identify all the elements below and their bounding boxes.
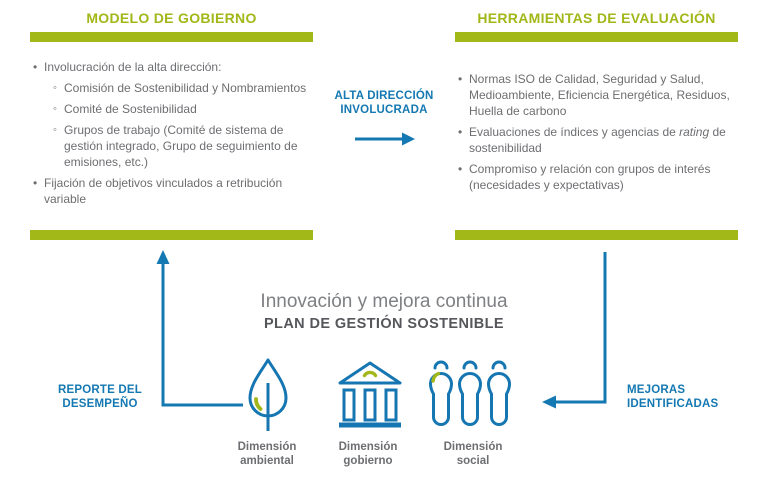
list-item: Involucración de la alta dirección: (33, 59, 321, 75)
dimension-label-ambiental: Dimensión ambiental (237, 441, 297, 467)
list-item: Comité de Sostenibilidad (53, 101, 321, 117)
right-bullet-list: Normas ISO de Calidad, Seguridad y Salud… (458, 71, 742, 198)
left-bottom-divider-bar (30, 230, 313, 240)
list-item: Evaluaciones de índices y agencias de ra… (458, 124, 739, 156)
flow-label-alta-direccion: ALTA DIRECCIÓN INVOLUCRADA (334, 90, 434, 116)
left-bullet-list: Involucración de la alta dirección: Comi… (33, 59, 321, 212)
dimension-label-social: Dimensión social (443, 441, 503, 467)
right-section-title: HERRAMIENTAS DE EVALUACIÓN (477, 10, 716, 26)
list-item-text: de sostenibilidad (469, 125, 726, 155)
list-item-text: Comisión de Sostenibilidad y Nombramient… (64, 81, 307, 95)
list-item-text: Grupos de trabajo (Comité de sistema de … (64, 123, 298, 169)
list-item-italic-text: rating (679, 125, 710, 139)
list-item-text: Evaluaciones de índices y agencias de (469, 125, 680, 139)
people-icon (429, 360, 511, 426)
list-item-text: Compromiso y relación con grupos de inte… (469, 162, 711, 192)
arrow-left-icon (542, 252, 607, 409)
flow-label-reporte: REPORTE DEL DESEMPEÑO (58, 384, 142, 410)
dimension-label-gobierno: Dimensión gobierno (338, 441, 398, 467)
left-section-title: MODELO DE GOBIERNO (86, 10, 257, 26)
list-item: Grupos de trabajo (Comité de sistema de … (53, 122, 316, 170)
list-item-text: Normas ISO de Calidad, Seguridad y Salud… (469, 72, 730, 118)
right-bottom-divider-bar (455, 230, 738, 240)
flow-label-mejoras: MEJORAS IDENTIFICADAS (627, 384, 719, 410)
list-item-text: Comité de Sostenibilidad (64, 102, 197, 116)
left-top-divider-bar (30, 32, 313, 42)
list-item: Comisión de Sostenibilidad y Nombramient… (53, 80, 321, 96)
center-subtitle: Innovación y mejora continua (260, 291, 508, 312)
center-title: PLAN DE GESTIÓN SOSTENIBLE (263, 316, 504, 332)
list-item-text: Involucración de la alta dirección: (44, 60, 222, 74)
list-item: Normas ISO de Calidad, Seguridad y Salud… (458, 71, 742, 119)
list-item-text: Fijación de objetivos vinculados a retri… (44, 176, 283, 206)
list-item: Fijación de objetivos vinculados a retri… (33, 175, 312, 207)
bank-icon (338, 361, 402, 428)
list-item: Compromiso y relación con grupos de inte… (458, 161, 729, 193)
right-top-divider-bar (455, 32, 738, 42)
arrow-right-icon (355, 132, 415, 146)
arrow-up-icon (156, 250, 243, 407)
leaf-icon (248, 358, 288, 431)
